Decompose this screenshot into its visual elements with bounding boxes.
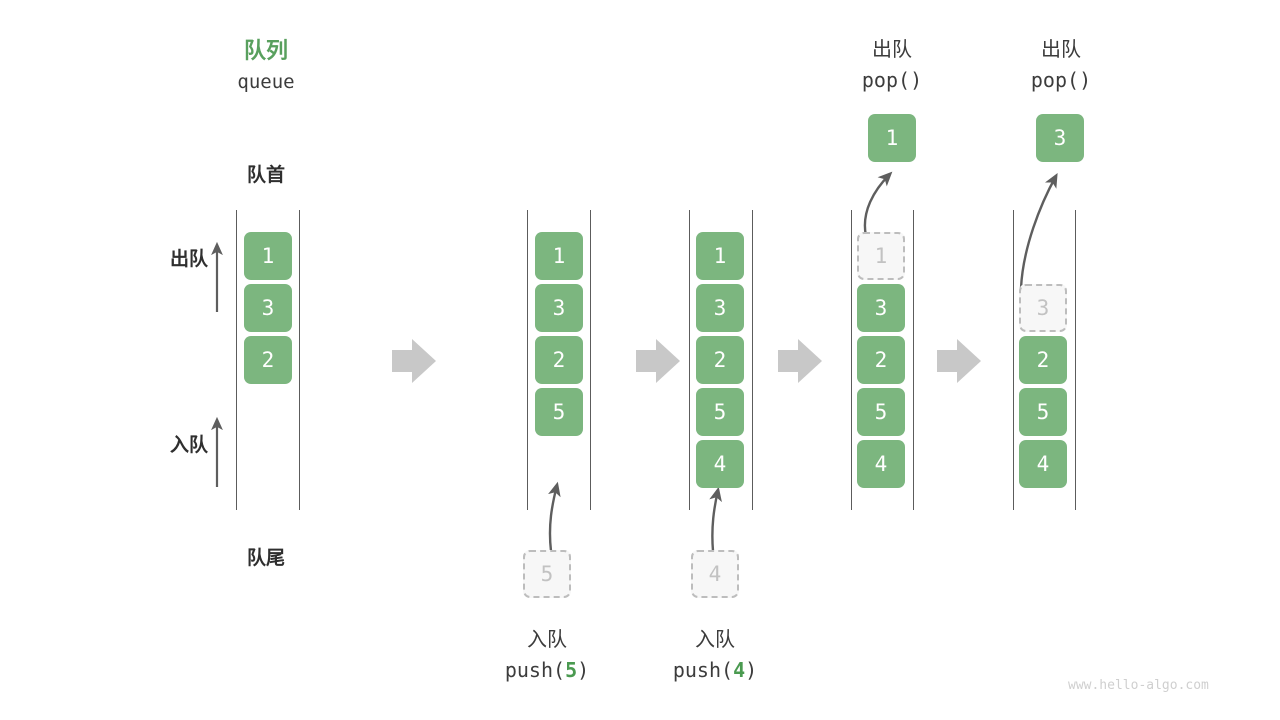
push-5-code-arg: 5 — [565, 658, 578, 682]
push-4-code-prefix: push( — [672, 658, 734, 682]
push-5-code-suffix: ) — [577, 658, 590, 682]
popped-cell: 1 — [868, 114, 916, 162]
step-arrow-1 — [392, 339, 436, 383]
pop-1-code-prefix: pop( — [861, 68, 911, 92]
queue-cell: 3 — [535, 284, 583, 332]
queue-cell: 1 — [244, 232, 292, 280]
push-5-arrow — [548, 481, 561, 552]
queue-cell: 4 — [696, 440, 744, 488]
queue-cell: 5 — [1019, 388, 1067, 436]
queue-rail-left-1 — [236, 210, 237, 510]
pop-1-arrow — [863, 171, 893, 237]
push-5-op-label: 入队 — [527, 629, 567, 651]
queue-cell: 5 — [857, 388, 905, 436]
queue-rail-right-4 — [913, 210, 914, 510]
rear-label: 队尾 — [246, 548, 285, 569]
queue-cell: 5 — [535, 388, 583, 436]
queue-cell: 3 — [244, 284, 292, 332]
pop-1-op-label: 出队 — [872, 39, 912, 61]
queue-cell: 2 — [696, 336, 744, 384]
watermark: www.hello-algo.com — [1068, 678, 1209, 693]
incoming-ghost-cell: 4 — [691, 550, 739, 598]
queue-rail-right-5 — [1075, 210, 1076, 510]
queue-rail-left-2 — [527, 210, 528, 510]
queue-cell: 5 — [696, 388, 744, 436]
queue-rail-right-2 — [590, 210, 591, 510]
page-title: 队列 — [243, 38, 288, 63]
queue-rail-left-5 — [1013, 210, 1014, 510]
queue-cell: 3 — [857, 284, 905, 332]
queue-cell: 3 — [696, 284, 744, 332]
queue-cell: 4 — [1019, 440, 1067, 488]
step-arrow-4 — [937, 339, 981, 383]
queue-cell: 4 — [857, 440, 905, 488]
push-4-code-suffix: ) — [745, 658, 758, 682]
push-4-op-label: 入队 — [695, 629, 735, 651]
queue-rail-right-3 — [752, 210, 753, 510]
queue-cell: 2 — [857, 336, 905, 384]
pop-3-op-code: pop() — [1001, 68, 1121, 92]
queue-cell: 2 — [535, 336, 583, 384]
queue-cell: 3 — [1019, 284, 1067, 332]
pop-3-arrow — [1019, 173, 1058, 289]
step-arrow-2 — [636, 339, 680, 383]
pop-3-code-suffix: ) — [1079, 68, 1092, 92]
pop-1-op-code: pop() — [832, 68, 952, 92]
dequeue-label: 出队 — [169, 249, 208, 270]
queue-cell: 2 — [1019, 336, 1067, 384]
page-subtitle: queue — [237, 71, 295, 93]
queue-cell: 1 — [696, 232, 744, 280]
queue-cell: 1 — [535, 232, 583, 280]
incoming-ghost-cell: 5 — [523, 550, 571, 598]
pop-3-code-prefix: pop( — [1030, 68, 1080, 92]
pop-1-code-suffix: ) — [910, 68, 923, 92]
front-label: 队首 — [246, 165, 285, 186]
push-4-op-code: push(4) — [655, 658, 775, 682]
queue-cell: 2 — [244, 336, 292, 384]
queue-rail-right-1 — [299, 210, 300, 510]
queue-cell: 1 — [857, 232, 905, 280]
enqueue-label: 入队 — [169, 435, 208, 456]
push-4-code-arg: 4 — [733, 658, 746, 682]
popped-cell: 3 — [1036, 114, 1084, 162]
queue-rail-left-4 — [851, 210, 852, 510]
push-5-code-prefix: push( — [504, 658, 566, 682]
push-5-op-code: push(5) — [487, 658, 607, 682]
push-4-arrow — [709, 486, 722, 552]
queue-rail-left-3 — [689, 210, 690, 510]
pop-3-op-label: 出队 — [1041, 39, 1081, 61]
step-arrow-3 — [778, 339, 822, 383]
